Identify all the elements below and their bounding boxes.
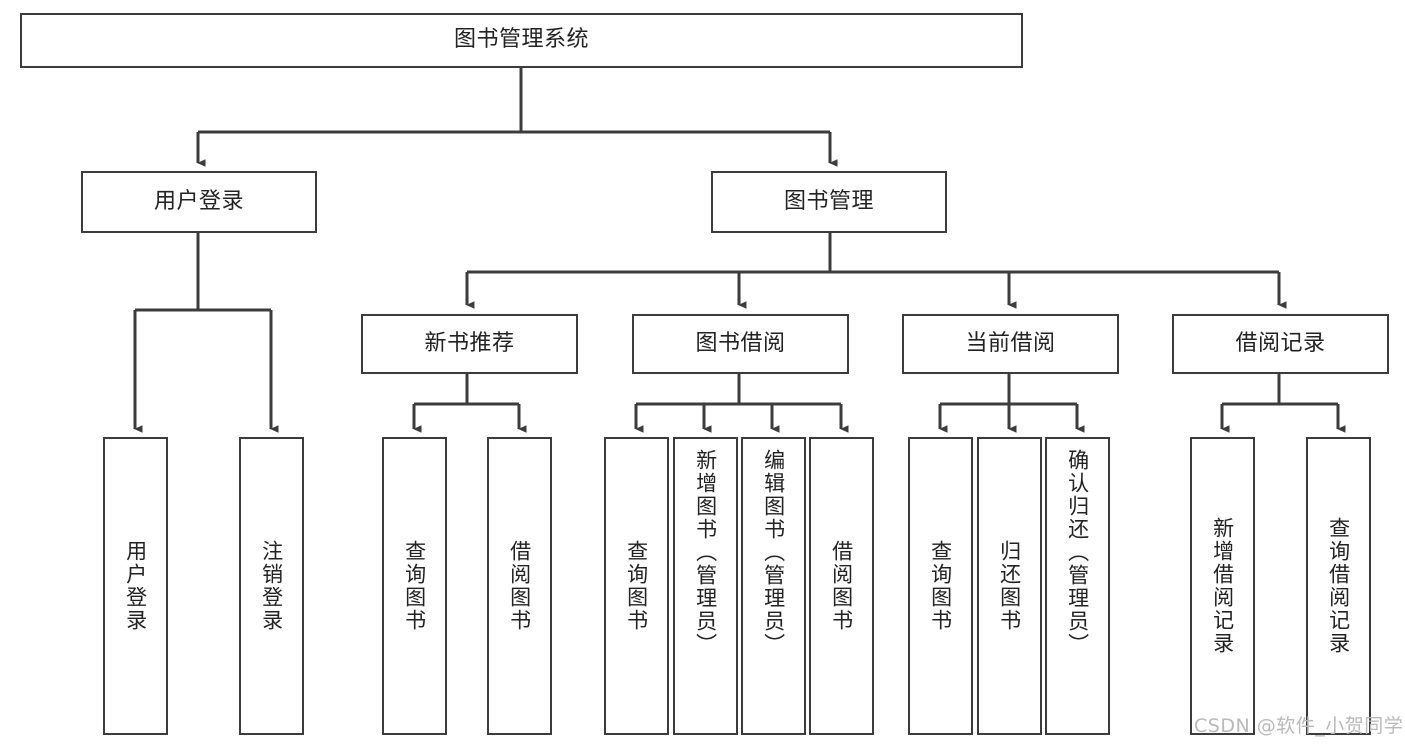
node-leaf-query-record-label: 查询借阅记录 bbox=[1326, 517, 1351, 655]
node-leaf-borrow-book-1[interactable]: 借阅图书 bbox=[487, 437, 552, 735]
node-leaf-query-record[interactable]: 查询借阅记录 bbox=[1306, 437, 1371, 735]
node-current-borrow[interactable]: 当前借阅 bbox=[902, 314, 1119, 374]
node-leaf-edit-book-label: 编辑图书（管理员） bbox=[761, 449, 786, 656]
node-leaf-return-book[interactable]: 归还图书 bbox=[977, 437, 1042, 735]
node-leaf-add-book[interactable]: 新增图书（管理员） bbox=[673, 437, 738, 735]
node-leaf-edit-book[interactable]: 编辑图书（管理员） bbox=[741, 437, 806, 735]
node-leaf-borrow-book-2-label: 借阅图书 bbox=[829, 540, 854, 632]
node-root[interactable]: 图书管理系统 bbox=[20, 13, 1023, 68]
node-leaf-user-login[interactable]: 用户登录 bbox=[103, 437, 168, 735]
node-user-login-label: 用户登录 bbox=[153, 188, 244, 214]
node-book-borrow-label: 图书借阅 bbox=[695, 330, 786, 356]
node-leaf-add-book-label: 新增图书（管理员） bbox=[693, 449, 718, 656]
node-borrow-record[interactable]: 借阅记录 bbox=[1172, 314, 1389, 374]
node-root-label: 图书管理系统 bbox=[453, 27, 589, 53]
node-leaf-user-logout[interactable]: 注销登录 bbox=[239, 437, 304, 735]
node-leaf-query-book-2[interactable]: 查询图书 bbox=[604, 437, 669, 735]
node-leaf-query-book-1-label: 查询图书 bbox=[402, 540, 427, 632]
node-leaf-query-book-3[interactable]: 查询图书 bbox=[908, 437, 973, 735]
node-book-management-label: 图书管理 bbox=[783, 188, 874, 214]
node-leaf-confirm-return[interactable]: 确认归还（管理员） bbox=[1045, 437, 1110, 735]
node-new-book-recommend-label: 新书推荐 bbox=[424, 330, 515, 356]
node-leaf-user-login-label: 用户登录 bbox=[123, 540, 148, 632]
node-leaf-user-logout-label: 注销登录 bbox=[259, 540, 284, 632]
node-leaf-query-book-1[interactable]: 查询图书 bbox=[382, 437, 447, 735]
node-current-borrow-label: 当前借阅 bbox=[965, 330, 1056, 356]
node-leaf-borrow-book-2[interactable]: 借阅图书 bbox=[809, 437, 874, 735]
node-user-login[interactable]: 用户登录 bbox=[81, 171, 317, 233]
watermark-text: CSDN @软件_小贺同学 bbox=[1194, 715, 1404, 737]
node-book-management[interactable]: 图书管理 bbox=[711, 171, 947, 233]
node-leaf-return-book-label: 归还图书 bbox=[997, 540, 1022, 632]
node-book-borrow[interactable]: 图书借阅 bbox=[632, 314, 849, 374]
node-borrow-record-label: 借阅记录 bbox=[1235, 330, 1326, 356]
node-leaf-borrow-book-1-label: 借阅图书 bbox=[507, 540, 532, 632]
node-leaf-query-book-2-label: 查询图书 bbox=[624, 540, 649, 632]
node-leaf-confirm-return-label: 确认归还（管理员） bbox=[1065, 449, 1090, 656]
node-leaf-query-book-3-label: 查询图书 bbox=[928, 540, 953, 632]
node-leaf-add-record-label: 新增借阅记录 bbox=[1210, 517, 1235, 655]
node-leaf-add-record[interactable]: 新增借阅记录 bbox=[1190, 437, 1255, 735]
node-new-book-recommend[interactable]: 新书推荐 bbox=[361, 314, 578, 374]
